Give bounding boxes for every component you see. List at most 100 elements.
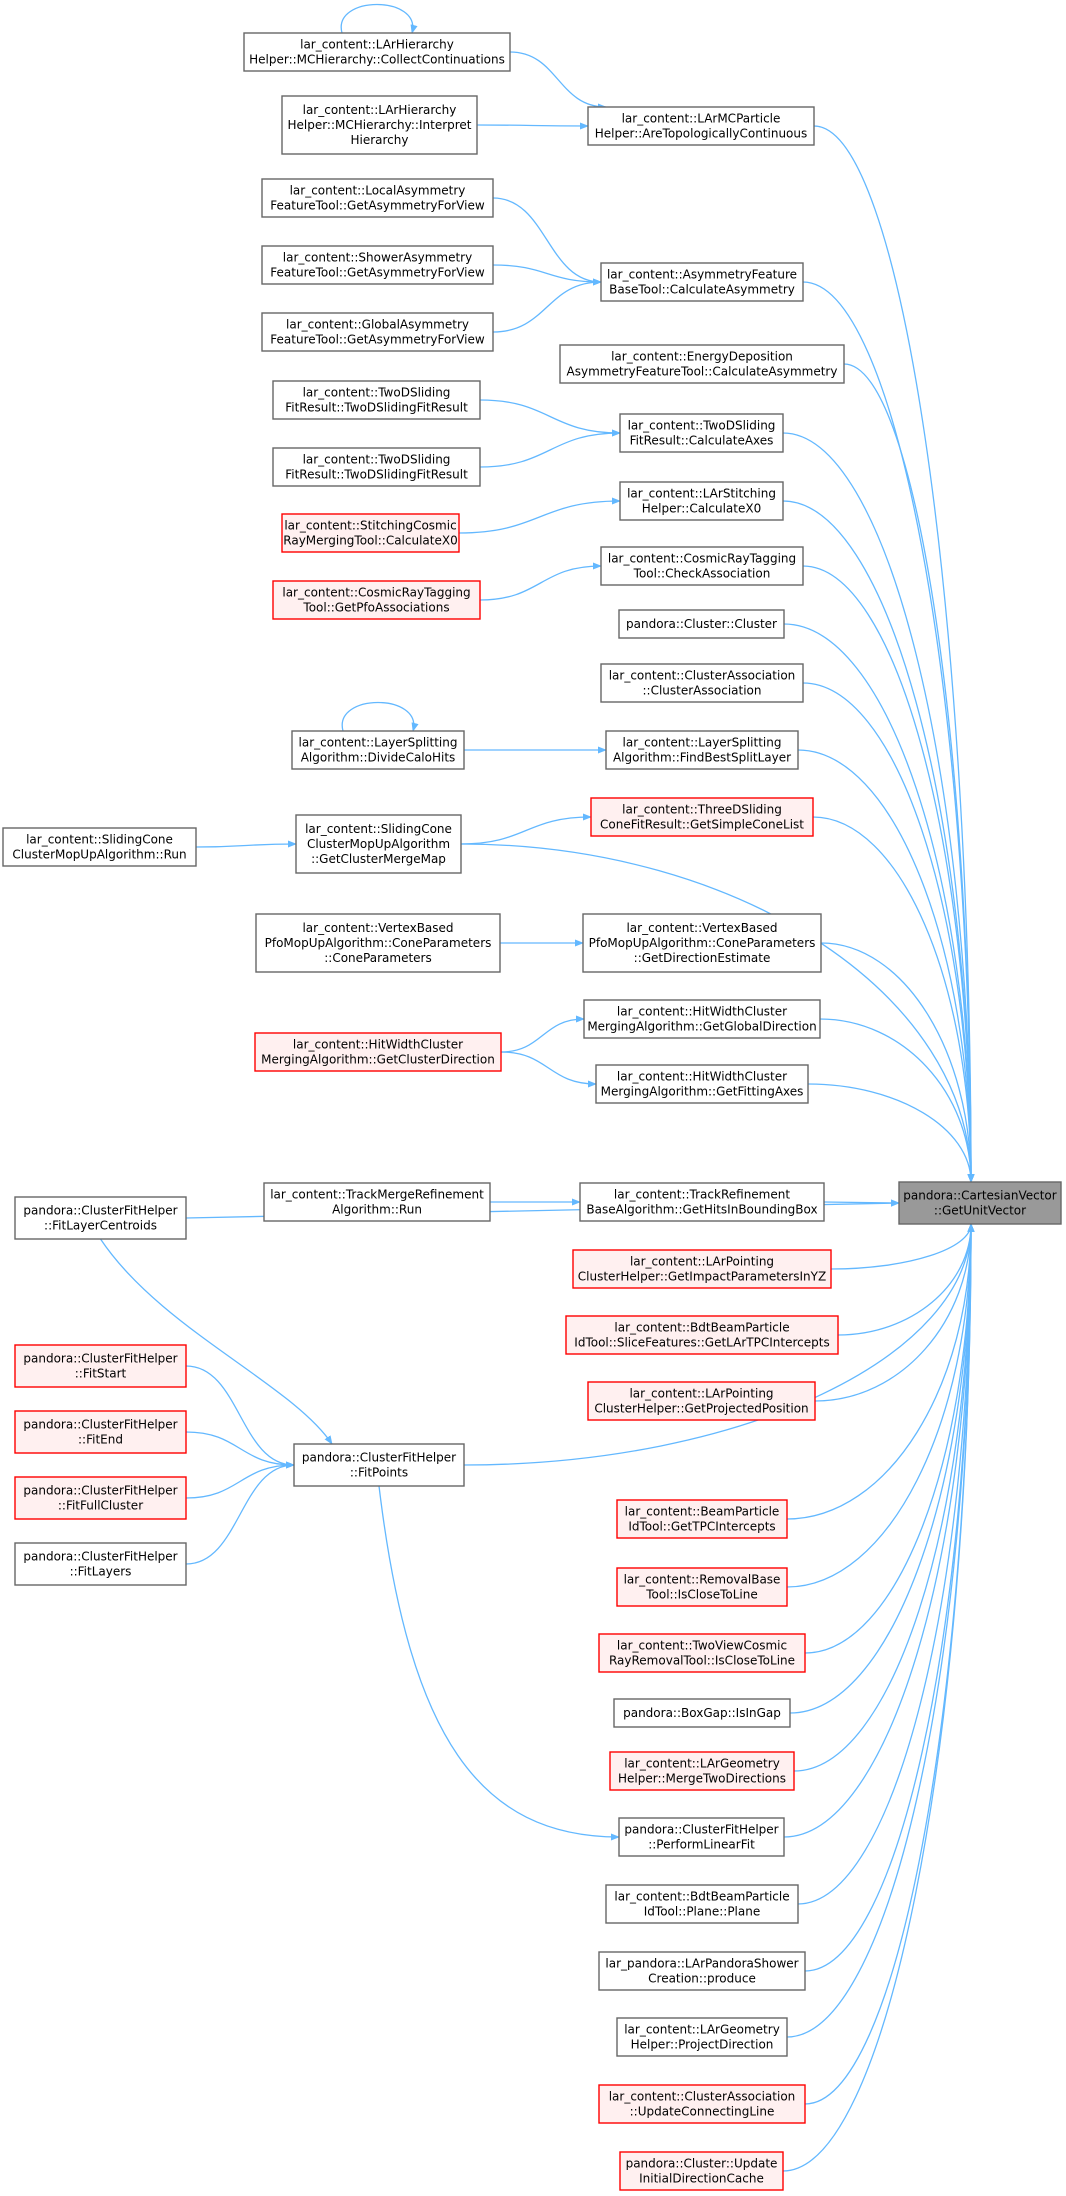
node-label-line: ::FitPoints [350,1466,408,1480]
node-box [263,1182,491,1222]
node-projdir[interactable]: lar_content::LArGeometryHelper::ProjectD… [616,2017,788,2057]
node-label-line: ::FitStart [75,1367,127,1381]
node-box [619,413,784,453]
node-label-line: lar_content::HitWidthCluster [617,1070,787,1084]
edge-findbest-to-target [797,749,975,1183]
node-fitpoints[interactable]: pandora::ClusterFitHelper::FitPoints [293,1443,465,1487]
node-box [583,999,821,1039]
edge-slidingrun-to-slidingmerge [195,840,297,848]
node-linearfit[interactable]: pandora::ClusterFitHelper::PerformLinear… [618,1817,785,1857]
node-showerasym[interactable]: lar_content::ShowerAsymmetryFeatureTool:… [261,245,494,285]
node-fitfull[interactable]: pandora::ClusterFitHelper::FitFullCluste… [14,1476,187,1520]
node-hitsinbox[interactable]: lar_content::TrackRefinementBaseAlgorith… [579,1182,825,1222]
node-collect[interactable]: lar_content::LArHierarchyHelper::MCHiera… [243,32,511,72]
node-cluster[interactable]: pandora::Cluster::Cluster [618,609,785,639]
edge-getpfoassoc-to-checkassoc [479,562,602,601]
node-label-line: ::FitEnd [78,1433,123,1447]
node-box [291,730,465,770]
node-label-line: ::FitFullCluster [58,1499,143,1513]
node-box [261,245,494,285]
node-box [255,913,501,973]
node-calcasym[interactable]: lar_content::AsymmetryFeatureBaseTool::C… [600,262,804,302]
node-updateline[interactable]: lar_content::ClusterAssociation::UpdateC… [598,2084,806,2124]
node-interpret[interactable]: lar_content::LArHierarchyHelper::MCHiera… [281,95,478,155]
node-fitstart[interactable]: pandora::ClusterFitHelper::FitStart [14,1344,187,1388]
node-simplecone[interactable]: lar_content::ThreeDSlidingConeFitResult:… [590,797,814,837]
node-box [598,1633,806,1673]
node-trackmergerun[interactable]: lar_content::TrackMergeRefinementAlgorit… [263,1182,491,1222]
node-label-line: lar_content::ClusterAssociation [609,669,796,683]
node-label-line: Tool::IsCloseToLine [645,1588,758,1602]
node-box [14,1542,187,1586]
edge-clusterdir-to-fittingaxes [500,1051,597,1088]
node-slicefeatures[interactable]: lar_content::BdtBeamParticleIdTool::Slic… [565,1315,839,1355]
node-label-line: lar_content::LArPointing [630,1255,774,1269]
node-label-line: Helper::AreTopologicallyContinuous [595,127,808,141]
node-slidingmerge[interactable]: lar_content::SlidingConeClusterMopUpAlgo… [295,814,462,874]
node-localasym[interactable]: lar_content::LocalAsymmetryFeatureTool::… [261,178,494,218]
edge-clusterdir-to-globaldir [500,1015,585,1053]
node-label-line: pandora::ClusterFitHelper [23,1418,177,1432]
node-label-line: ::PerformLinearFit [648,1838,755,1852]
node-box [272,447,481,487]
edge-direstimate-to-target [820,942,975,1183]
node-clusterdir[interactable]: lar_content::HitWidthClusterMergingAlgor… [254,1032,502,1072]
node-boxgap[interactable]: pandora::BoxGap::IsInGap [613,1698,791,1728]
node-fitlayers[interactable]: pandora::ClusterFitHelper::FitLayers [14,1542,187,1586]
node-label-line: Tool::CheckAssociation [633,567,771,581]
node-updatecache[interactable]: pandora::Cluster::UpdateInitialDirection… [619,2151,784,2191]
node-label-line: lar_content::LArGeometry [624,2023,780,2037]
node-energydep[interactable]: lar_content::EnergyDepositionAsymmetryFe… [559,344,845,384]
node-slidingrun[interactable]: lar_content::SlidingConeClusterMopUpAlgo… [2,827,197,867]
node-box [582,913,822,973]
edge-showerasym-to-calcasym [492,264,602,286]
node-label-line: lar_content::TwoDSliding [303,453,451,467]
node-planeplane[interactable]: lar_content::BdtBeamParticleIdTool::Plan… [605,1884,799,1924]
edge-checkassoc-to-target [802,565,975,1183]
node-label-line: lar_content::LocalAsymmetry [290,184,466,198]
node-stitchcosmic[interactable]: lar_content::StitchingCosmicRayMergingTo… [281,513,460,553]
node-globaldir[interactable]: lar_content::HitWidthClusterMergingAlgor… [583,999,821,1039]
node-fitlayercentroids[interactable]: pandora::ClusterFitHelper::FitLayerCentr… [14,1196,187,1240]
edge-calcaxes-to-target [782,432,975,1183]
node-tdsfr2[interactable]: lar_content::TwoDSlidingFitResult::TwoDS… [272,447,481,487]
node-beamtpc[interactable]: lar_content::BeamParticleIdTool::GetTPCI… [616,1499,788,1539]
node-projpos[interactable]: lar_content::LArPointingClusterHelper::G… [587,1381,816,1421]
node-globalasym[interactable]: lar_content::GlobalAsymmetryFeatureTool:… [261,312,494,352]
node-twoviewclose[interactable]: lar_content::TwoViewCosmicRayRemovalTool… [598,1633,806,1673]
node-label-line: Algorithm::Run [332,1203,422,1217]
node-topo[interactable]: lar_content::LArMCParticleHelper::AreTop… [587,106,815,146]
node-mergetwodir[interactable]: lar_content::LArGeometryHelper::MergeTwo… [609,1751,795,1791]
node-fittingaxes[interactable]: lar_content::HitWidthClusterMergingAlgor… [595,1064,809,1104]
node-box [272,380,481,420]
node-findbest[interactable]: lar_content::LayerSplittingAlgorithm::Fi… [605,730,799,770]
edge-boxgap-to-target [789,1223,975,1714]
node-dividecalo[interactable]: lar_content::LayerSplittingAlgorithm::Di… [291,730,465,770]
node-removalclose[interactable]: lar_content::RemovalBaseTool::IsCloseToL… [616,1567,788,1607]
node-box [14,1196,187,1240]
node-label-line: ::GetClusterMergeMap [311,852,446,866]
edge-fitpoints-to-target [463,1223,975,1466]
node-label-line: MergingAlgorithm::GetGlobalDirection [587,1020,816,1034]
edge-cluster-to-target [783,623,975,1183]
node-getpfoassoc[interactable]: lar_content::CosmicRayTaggingTool::GetPf… [272,580,481,620]
node-target[interactable]: pandora::CartesianVector::GetUnitVector [898,1181,1062,1225]
node-direstimate[interactable]: lar_content::VertexBasedPfoMopUpAlgorith… [582,913,822,973]
node-box [616,1567,788,1607]
edge-collect-to-topo [509,51,607,111]
edge-twoviewclose-to-target [804,1223,975,1654]
edge-hitsinbox-to-target [823,1199,900,1207]
node-clusterassoc[interactable]: lar_content::ClusterAssociation::Cluster… [600,663,804,703]
node-stitchhelper[interactable]: lar_content::LArStitchingHelper::Calcula… [619,481,784,521]
node-checkassoc[interactable]: lar_content::CosmicRayTaggingTool::Check… [600,546,804,586]
node-coneparams[interactable]: lar_content::VertexBasedPfoMopUpAlgorith… [255,913,501,973]
node-box [616,1499,788,1539]
node-label-line: lar_content::TwoDSliding [303,386,451,400]
node-showerproduce[interactable]: lar_pandora::LArPandoraShowerCreation::p… [598,1951,806,1991]
node-impactyz[interactable]: lar_content::LArPointingClusterHelper::G… [572,1249,832,1289]
node-tdsfr1[interactable]: lar_content::TwoDSlidingFitResult::TwoDS… [272,380,481,420]
node-label-line: lar_content::LArPointing [629,1387,773,1401]
node-fitend[interactable]: pandora::ClusterFitHelper::FitEnd [14,1410,187,1454]
node-calcaxes[interactable]: lar_content::TwoDSlidingFitResult::Calcu… [619,413,784,453]
